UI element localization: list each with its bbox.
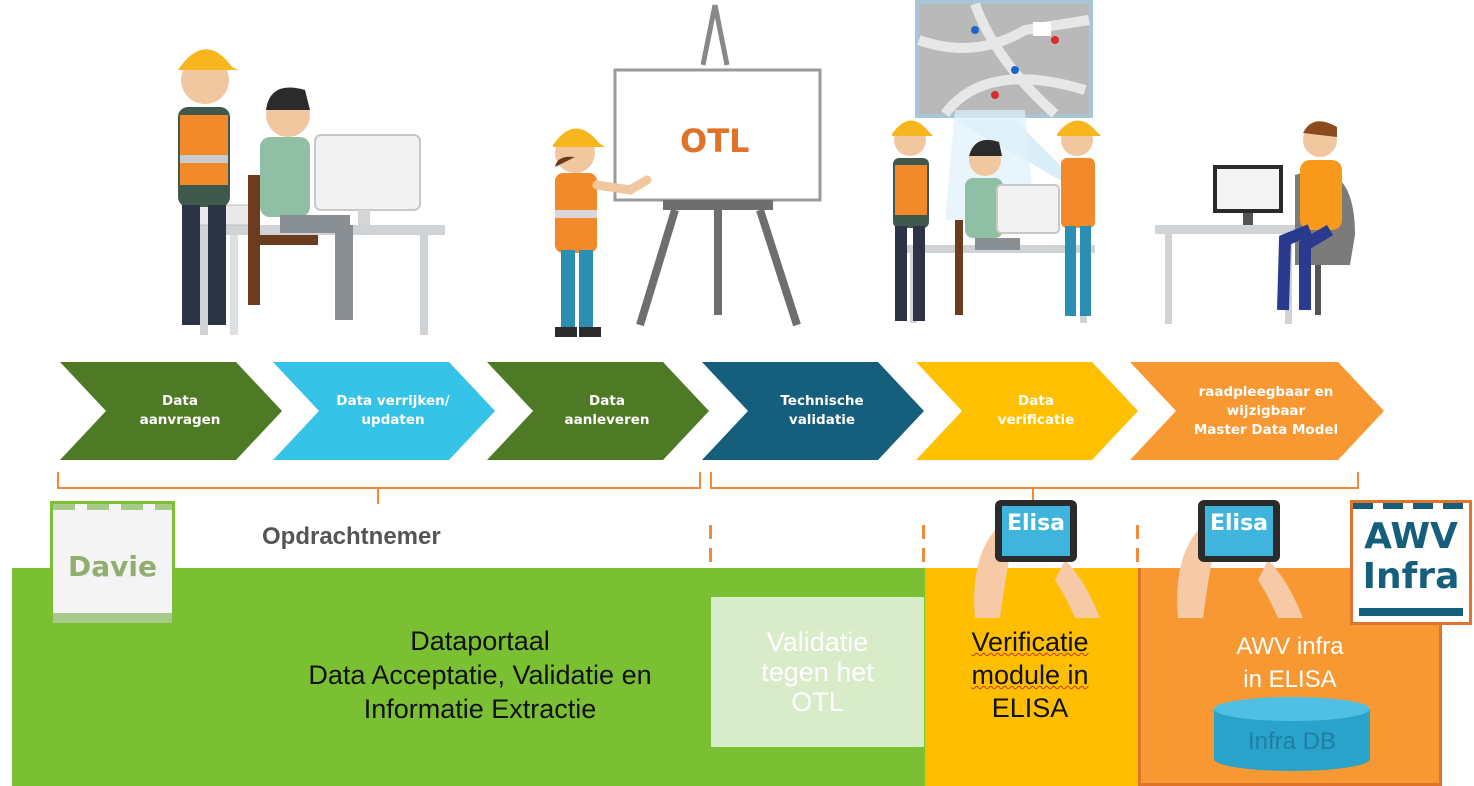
awv-logo-line-2: Infra	[1362, 556, 1460, 597]
step-label: raadpleegbaar en wijzigbaar Master Data …	[1193, 383, 1339, 438]
step-deliver: Data aanleveren	[487, 362, 709, 460]
hands-tablet-verification	[974, 500, 1100, 618]
separator-dash	[709, 548, 712, 562]
easel-label: OTL	[680, 122, 750, 160]
step-master-data-model: raadpleegbaar en wijzigbaar Master Data …	[1130, 362, 1384, 460]
tablet-label-1: Elisa	[1006, 511, 1066, 536]
step-label: Data aanleveren	[564, 393, 650, 428]
awv-infra-text: AWV infra in ELISA	[1236, 633, 1344, 693]
bracket-contractor	[57, 472, 701, 504]
illustration-master-data	[1155, 121, 1355, 324]
step-label: Data verrijken/ updaten	[336, 393, 450, 428]
illustration-data-request	[178, 49, 445, 335]
dataportal-text: Dataportaal Data Acceptatie, Validatie e…	[308, 626, 652, 724]
separator-dash	[922, 548, 925, 562]
step-verification: Data verificatie	[916, 362, 1138, 460]
step-technical-validation: Technische validatie	[702, 362, 924, 460]
davie-logo: Davie	[50, 501, 175, 626]
illustration-verification-team	[892, 110, 1101, 323]
verification-line-1: Verificatie	[971, 627, 1089, 657]
awv-logo-line-1: AWV	[1364, 516, 1458, 557]
band-verification	[925, 568, 1138, 786]
separator-dash	[1136, 548, 1139, 562]
step-data-request: Data aanvragen	[60, 362, 282, 460]
hands-tablet-awv	[1177, 500, 1303, 618]
illustration-otl-easel	[553, 4, 822, 337]
verification-text: Verificatie module in ELISA	[935, 626, 1125, 725]
separator-dash	[709, 525, 712, 539]
bracket-agency	[710, 472, 1359, 504]
section-label-contractor: Opdrachtnemer	[262, 523, 441, 550]
verification-line-3: ELISA	[991, 693, 1069, 723]
step-label: Data verificatie	[997, 393, 1075, 428]
step-enrich-update: Data verrijken/ updaten	[273, 362, 495, 460]
tablet-label-2: Elisa	[1209, 511, 1269, 536]
step-label: Technische validatie	[780, 393, 864, 428]
separator-dash	[922, 525, 925, 539]
database-icon	[1214, 697, 1370, 771]
separator-dash	[1136, 525, 1139, 539]
validation-text: Validatie tegen het OTL	[761, 627, 874, 717]
database-label: Infra DB	[1247, 728, 1337, 755]
map-screenshot	[915, 0, 1095, 200]
verification-line-2: module in	[971, 660, 1089, 690]
step-label: Data aanvragen	[139, 393, 221, 428]
validation-box: Validatie tegen het OTL	[711, 597, 924, 747]
awv-infra-logo: AWV Infra	[1350, 500, 1472, 625]
davie-logo-text: Davie	[68, 550, 157, 583]
